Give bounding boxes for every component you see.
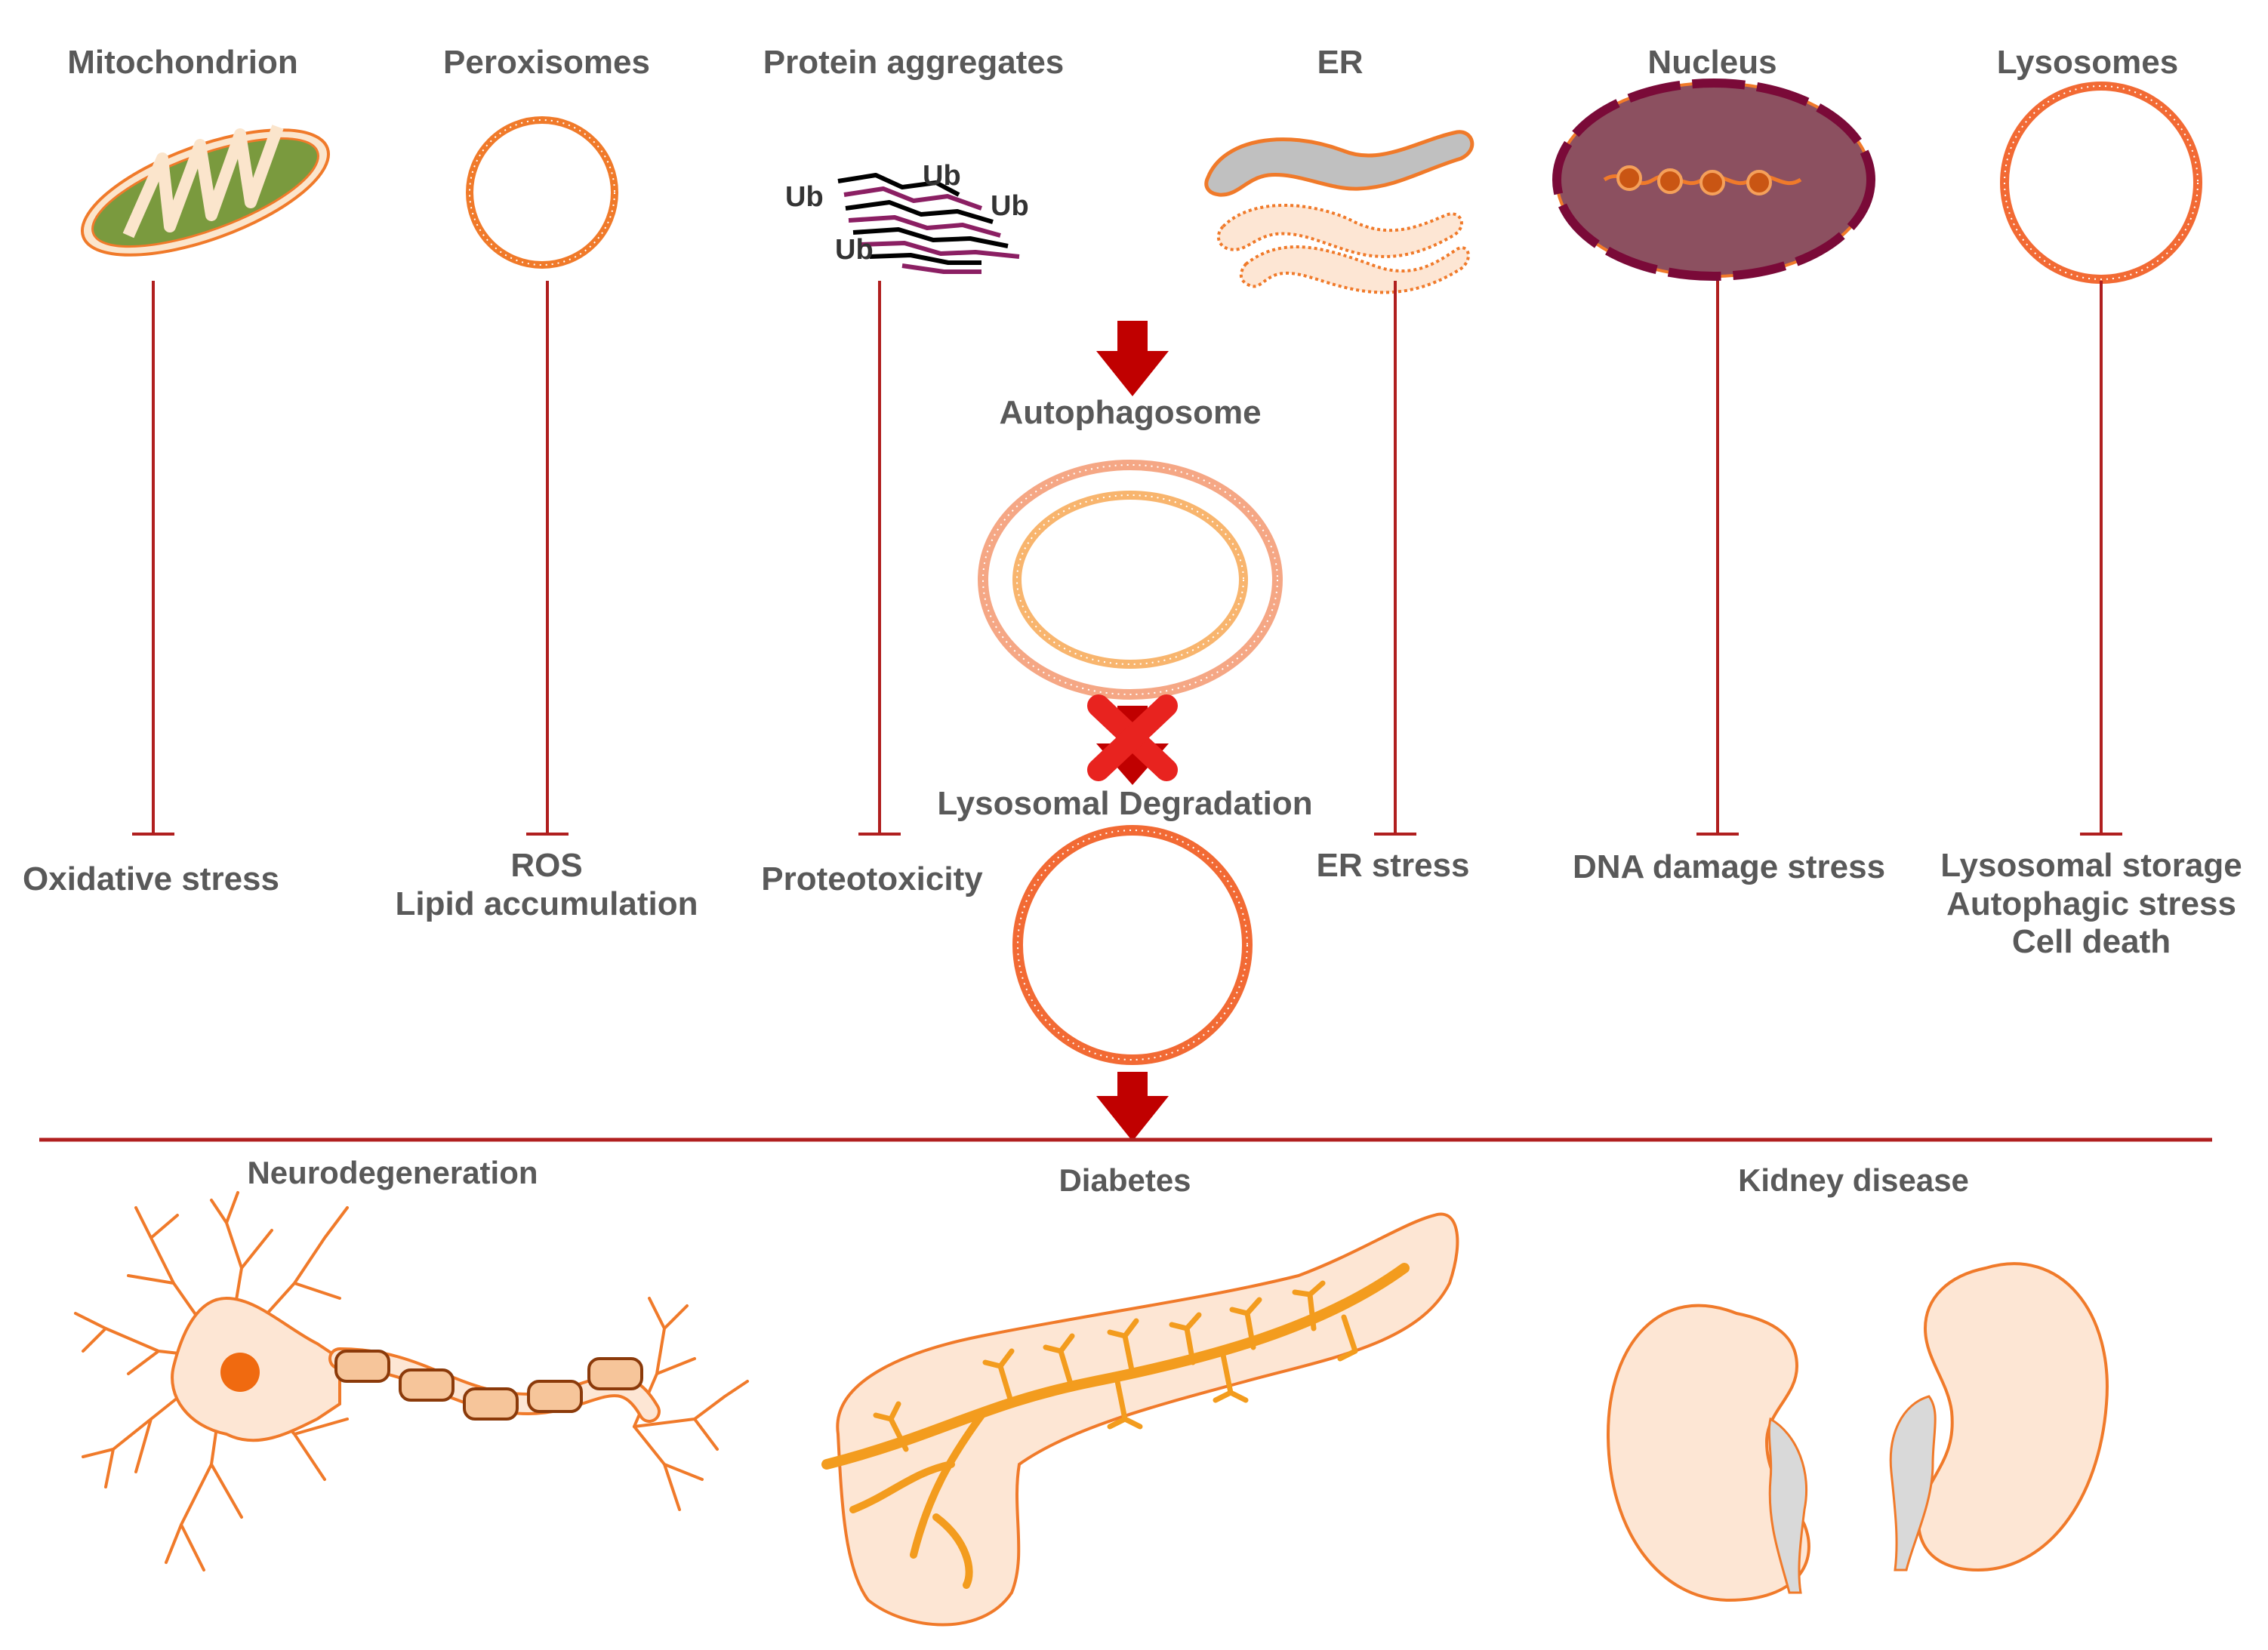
peroxisome-icon [466, 116, 618, 269]
inhibition-lines [132, 281, 2122, 836]
neuron-icon [74, 1191, 749, 1572]
protein-aggregates-title: Protein aggregates [763, 44, 1065, 81]
disease-diabetes: Diabetes [1059, 1162, 1191, 1198]
disease-kidney: Kidney disease [1738, 1162, 1969, 1198]
outcome-er: ER stress [1316, 847, 1470, 884]
lysosomal-degradation-label: Lysosomal Degradation [937, 785, 1313, 822]
autophagosome-label: Autophagosome [999, 394, 1262, 431]
er-title: ER [1317, 44, 1364, 81]
peroxisomes-title: Peroxisomes [443, 44, 650, 81]
outcome-lysosomes: Lysosomal storage Autophagic stress Cell… [1940, 847, 2242, 961]
degradation-lysosome-icon [1012, 825, 1253, 1065]
arrow-down-icon [1096, 321, 1169, 396]
kidneys-icon [1606, 1262, 2109, 1602]
pancreas-icon [821, 1212, 1459, 1627]
ub-label: Ub [991, 190, 1029, 222]
lysosome-icon [2000, 82, 2202, 284]
nucleus-title: Nucleus [1647, 44, 1777, 81]
outcome-protein-aggregates: Proteotoxicity [761, 860, 983, 897]
er-icon [1204, 130, 1475, 294]
mitochondrion-icon [80, 125, 331, 257]
outcome-mitochondrion: Oxidative stress [23, 860, 279, 897]
outcome-peroxisomes: ROS Lipid accumulation [395, 847, 698, 922]
ub-label: Ub [923, 160, 961, 192]
arrow-to-diseases-icon [1096, 1072, 1169, 1141]
mitochondrion-title: Mitochondrion [67, 44, 298, 81]
outcome-nucleus: DNA damage stress [1572, 848, 1886, 885]
autophagosome-icon [978, 460, 1283, 700]
protein-aggregates-icon [837, 173, 1020, 274]
disease-neurodegeneration: Neurodegeneration [247, 1155, 538, 1190]
nucleus-icon [1552, 78, 1875, 281]
ub-label: Ub [785, 181, 824, 213]
ub-label: Ub [835, 234, 874, 266]
lysosomes-title: Lysosomes [1996, 44, 2179, 81]
blocked-arrow-icon [1087, 694, 1178, 785]
